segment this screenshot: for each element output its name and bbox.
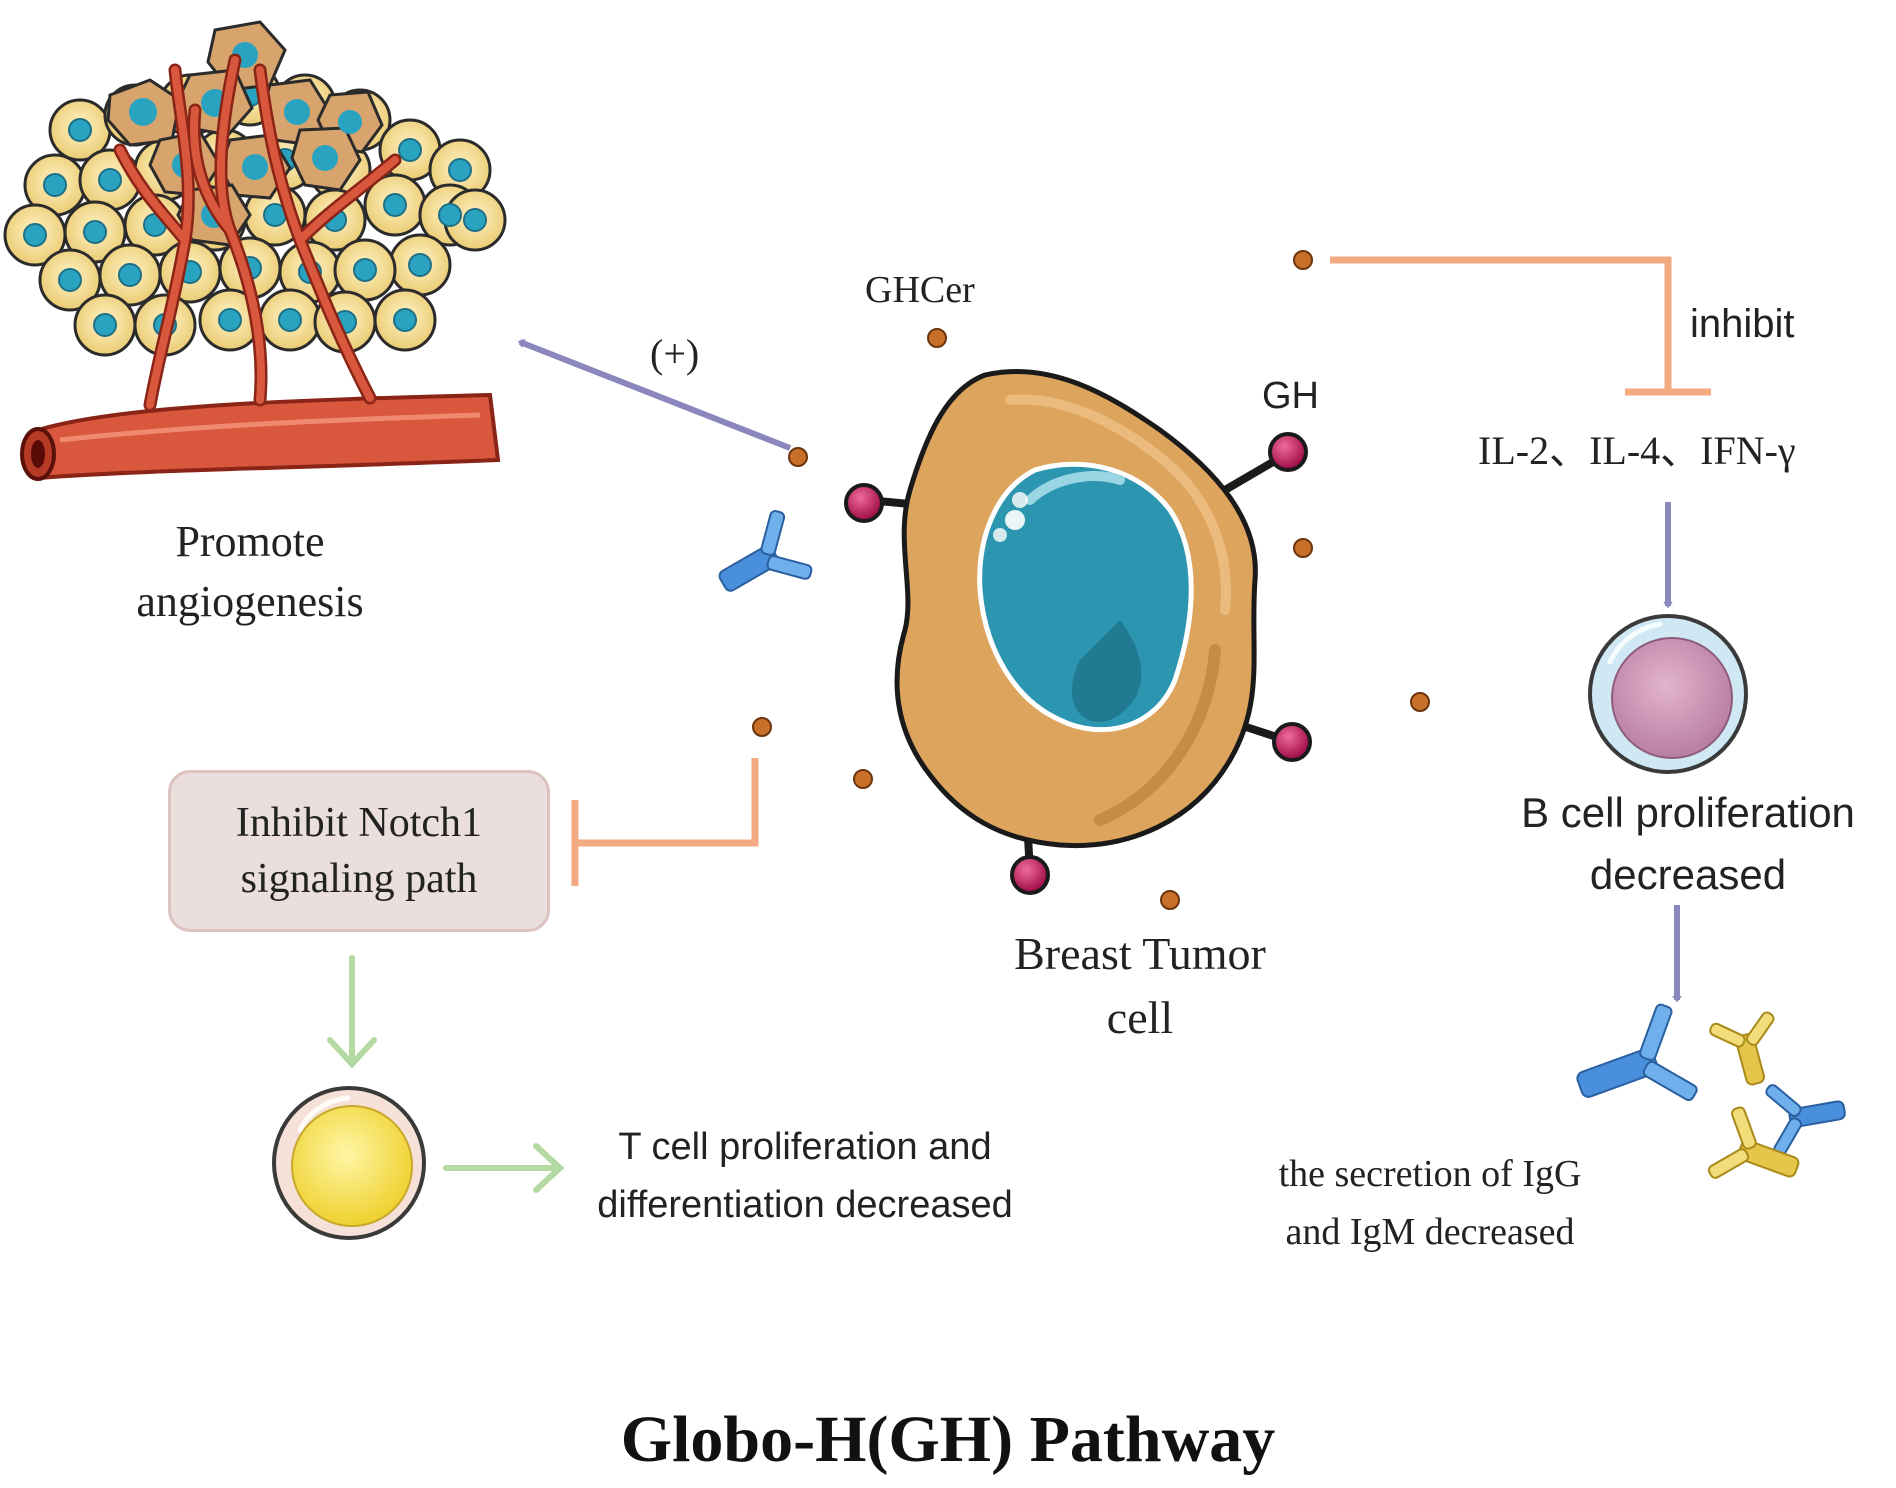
- secretion-line-2: and IgM decreased: [1285, 1211, 1575, 1253]
- antibody-icon: [1765, 1084, 1846, 1157]
- secretion-line-1: the secretion of IgG: [1278, 1153, 1582, 1195]
- notch1-to-t-cell-arrow: [327, 955, 377, 1069]
- tumor-line-1: Breast Tumor: [1014, 928, 1266, 979]
- tumor-line-2: cell: [1106, 992, 1174, 1043]
- antibody-icon: [1576, 1003, 1698, 1102]
- notch1-line-1: Inhibit Notch1: [235, 800, 483, 846]
- antibody-icon: [1707, 1106, 1800, 1179]
- t-cell-to-effect-arrow: [443, 1143, 565, 1193]
- antibody-icon: [718, 510, 813, 592]
- ghcer-dots: [752, 250, 1430, 910]
- plus-label: (+): [650, 331, 700, 376]
- gh-label: GH: [1262, 375, 1319, 417]
- ghcer-label: GHCer: [865, 269, 975, 311]
- diagram-title: Globo-H(GH) Pathway: [620, 1403, 1276, 1476]
- b-cell-label: B cell proliferation decreased: [1488, 782, 1888, 906]
- antibody-icon: [1709, 1011, 1775, 1086]
- promote-angiogenesis-label: Promote angiogenesis: [110, 512, 390, 632]
- inhibit-notch1-connector: [571, 758, 759, 886]
- breast-tumor-cell-icon: [844, 369, 1312, 895]
- inhibit-cytokines-connector: [1330, 256, 1711, 396]
- secretion-label: the secretion of IgG and IgM decreased: [1225, 1145, 1635, 1261]
- tumor-mass-icon: [3, 20, 507, 481]
- blood-vessel-icon: [20, 392, 501, 481]
- b-cell-icon: [1588, 614, 1748, 774]
- b-cell-line-1: B cell proliferation: [1521, 789, 1855, 836]
- t-cell-label: T cell proliferation and differentiation…: [560, 1118, 1050, 1234]
- t-cell-line-2: differentiation decreased: [597, 1184, 1013, 1226]
- t-cell-line-1: T cell proliferation and: [618, 1126, 992, 1168]
- promote-line: Promote: [175, 517, 325, 566]
- breast-tumor-cell-label: Breast Tumor cell: [975, 922, 1305, 1050]
- b-cell-line-2: decreased: [1589, 851, 1787, 898]
- cytokines-label: IL-2、IL-4、IFN-γ: [1478, 428, 1796, 473]
- angiogenesis-line: angiogenesis: [136, 577, 364, 626]
- inhibit-label: inhibit: [1690, 302, 1795, 346]
- angiogenesis-arrow: [517, 339, 792, 451]
- notch1-box: Inhibit Notch1 signaling path: [168, 770, 550, 932]
- t-cell-icon: [272, 1086, 426, 1240]
- notch1-line-2: signaling path: [240, 856, 478, 902]
